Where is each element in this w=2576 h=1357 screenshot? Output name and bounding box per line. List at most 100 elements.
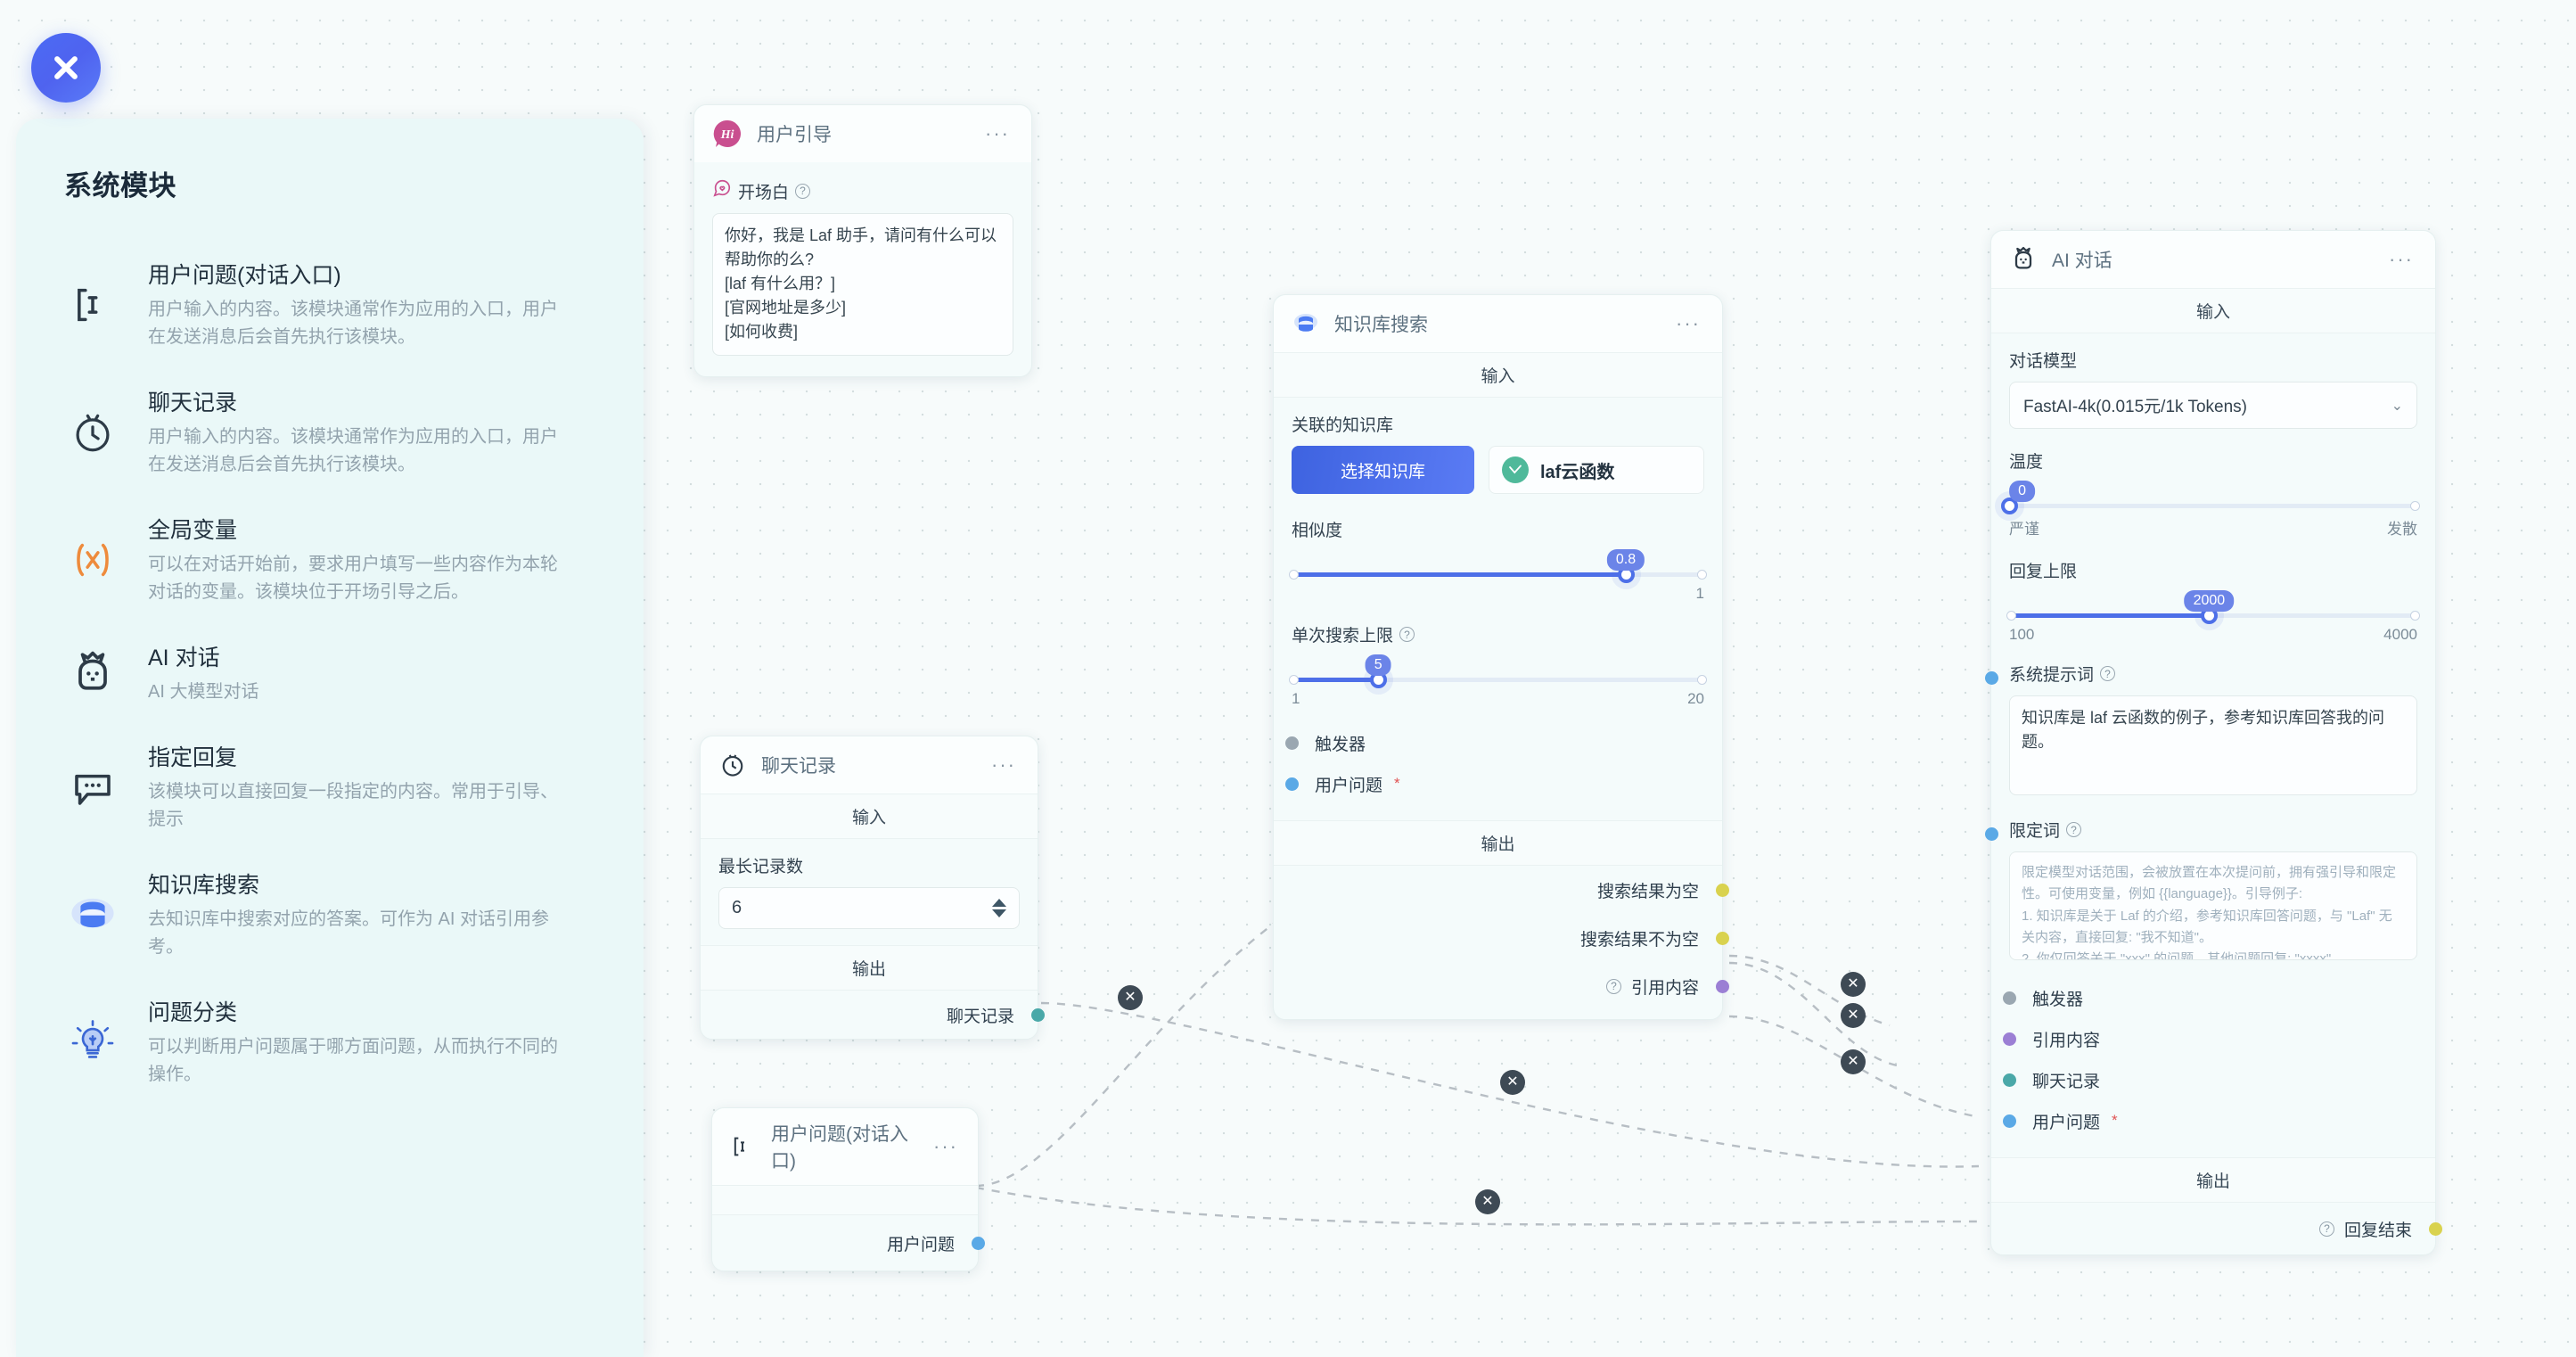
sidebar-item-question-classify[interactable]: 问题分类 可以判断用户问题属于哪方面问题，从而执行不同的操作。 [16, 978, 644, 1106]
slider-track[interactable]: 0 [2000, 481, 2420, 514]
help-icon[interactable]: ? [2318, 1221, 2334, 1237]
input-handle-limit-prompt[interactable] [1985, 827, 1998, 841]
input-section-label: 输入 [1274, 352, 1722, 398]
input-handle-trigger[interactable] [1284, 736, 1299, 750]
knowledge-base-tag[interactable]: laf云函数 [1489, 446, 1704, 494]
input-port-label: 用户问题 [2032, 1113, 2101, 1132]
slider-range-labels: 100 4000 [2009, 626, 2417, 644]
node-menu-button[interactable]: ··· [933, 1135, 958, 1157]
edge-delete-button[interactable]: ✕ [1841, 1049, 1866, 1074]
output-section-label: 输出 [701, 945, 1038, 991]
limit-prompt-input[interactable] [2009, 851, 2417, 960]
node-chat-history[interactable]: 聊天记录 ··· 输入 最长记录数 6 输出 聊天记录 [700, 736, 1045, 1040]
slider-max-label: 20 [1687, 690, 1704, 707]
node-user-guide[interactable]: Hi 用户引导 ··· 开场白 ? [693, 104, 1032, 377]
edge-delete-button[interactable]: ✕ [1118, 985, 1143, 1010]
slider-track[interactable]: 5 [1289, 654, 1707, 688]
input-handle-chat-history[interactable] [2002, 1073, 2016, 1087]
sidebar-item-label: 知识库搜索 [148, 873, 260, 898]
select-knowledge-base-button[interactable]: 选择知识库 [1292, 446, 1474, 494]
input-handle-trigger[interactable] [2002, 991, 2016, 1005]
similarity-slider[interactable]: 0.8 1 [1289, 549, 1707, 603]
input-handle-user-question[interactable] [2002, 1114, 2016, 1128]
node-user-question[interactable]: 用户问题(对话入口) ··· 用户问题 [711, 1107, 985, 1271]
slider-min-label: 1 [1292, 690, 1300, 707]
sidebar-item-chat-history[interactable]: 聊天记录 用户输入的内容。该模块通常作为应用的入口，用户在发送消息后会首先执行该… [16, 368, 644, 496]
max-tokens-slider[interactable]: 2000 100 4000 [2006, 590, 2420, 644]
clock-history-icon [718, 751, 747, 779]
output-section-label: 输出 [1991, 1157, 2435, 1203]
output-handle-not-empty[interactable] [1715, 931, 1729, 945]
robot-icon [2009, 245, 2038, 274]
sidebar-item-desc: 去知识库中搜索对应的答案。可作为 AI 对话引用参考。 [148, 909, 550, 957]
search-topk-label: 单次搜索上限 ? [1292, 622, 1704, 646]
output-row-not-empty: 搜索结果不为空 [1274, 914, 1729, 962]
text-input-icon [728, 1132, 757, 1161]
stepper-arrows[interactable] [992, 899, 1006, 917]
sidebar-item-kb-search[interactable]: 知识库搜索 去知识库中搜索对应的答案。可作为 AI 对话引用参考。 [16, 851, 644, 978]
stepper-down-icon[interactable] [992, 909, 1006, 917]
input-row-user-question: 用户问题 * [2002, 1100, 2417, 1141]
slider-min-endpoint [2006, 611, 2016, 621]
output-row-finish: ? 回复结束 [1991, 1203, 2442, 1254]
input-handle-system-prompt[interactable] [1985, 671, 1998, 685]
edge-delete-button[interactable]: ✕ [1500, 1070, 1525, 1095]
sidebar-item-desc: AI 大模型对话 [148, 682, 259, 702]
help-icon[interactable]: ? [1399, 627, 1415, 642]
slider-range-labels: 严谨 发散 [2009, 516, 2417, 539]
sidebar-item-specified-reply[interactable]: 指定回复 该模块可以直接回复一段指定的内容。常用于引导、提示 [16, 723, 644, 851]
node-ai-chat[interactable]: AI 对话 ··· 输入 对话模型 FastAI-4k(0.015元/1k To… [1985, 230, 2442, 1255]
sidebar-item-label: 全局变量 [148, 518, 238, 543]
help-icon[interactable]: ? [2066, 822, 2082, 837]
node-menu-button[interactable]: ··· [1676, 312, 1701, 334]
slider-knob[interactable] [2000, 498, 2018, 514]
heart-chat-icon [712, 178, 732, 203]
sidebar-item-ai-chat[interactable]: AI 对话 AI 大模型对话 [16, 623, 644, 723]
edge-delete-button[interactable]: ✕ [1841, 1003, 1866, 1028]
help-icon[interactable]: ? [2100, 666, 2116, 681]
output-handle-user-question[interactable] [971, 1236, 985, 1250]
output-handle-quote[interactable] [1715, 979, 1729, 993]
sidebar-item-label: AI 对话 [148, 646, 220, 670]
search-topk-slider[interactable]: 5 1 20 [1289, 654, 1707, 708]
output-handle-chat-history[interactable] [1030, 1007, 1045, 1022]
database-icon [64, 886, 121, 943]
slider-track[interactable]: 2000 [2006, 590, 2420, 624]
module-list: 用户问题(对话入口) 用户输入的内容。该模块通常作为应用的入口，用户在发送消息后… [16, 241, 644, 1106]
output-port-label: 回复结束 [2343, 1221, 2412, 1240]
similarity-value-bubble: 0.8 [1606, 549, 1645, 571]
help-icon[interactable]: ? [795, 183, 811, 199]
input-handle-quote[interactable] [2002, 1032, 2016, 1046]
close-panel-button[interactable] [31, 33, 101, 103]
svg-text:Hi: Hi [720, 128, 734, 142]
sidebar-item-global-variable[interactable]: 全局变量 可以在对话开始前，要求用户填写一些内容作为本轮对话的变量。该模块位于开… [16, 496, 644, 623]
edge-delete-button[interactable]: ✕ [1475, 1189, 1500, 1214]
required-marker: * [1394, 775, 1400, 792]
opening-statement-input[interactable] [712, 213, 1013, 356]
node-menu-button[interactable]: ··· [2389, 248, 2414, 270]
slider-track[interactable]: 0.8 [1289, 549, 1707, 583]
sidebar-item-label: 问题分类 [148, 1000, 238, 1025]
sidebar-item-user-question[interactable]: 用户问题(对话入口) 用户输入的内容。该模块通常作为应用的入口，用户在发送消息后… [16, 241, 644, 368]
limit-prompt-label: 限定词 ? [2009, 818, 2417, 842]
system-prompt-input[interactable] [2009, 695, 2417, 795]
slider-max-endpoint [2410, 611, 2420, 621]
output-handle-finish[interactable] [2428, 1221, 2442, 1236]
node-kb-search[interactable]: 知识库搜索 ··· 输入 关联的知识库 选择知识库 laf云函数 相似度 [1273, 294, 1729, 1020]
output-row-quote: ? 引用内容 [1274, 962, 1729, 1010]
edge-delete-button[interactable]: ✕ [1841, 972, 1866, 997]
node-header: 知识库搜索 ··· [1274, 295, 1722, 352]
stepper-up-icon[interactable] [992, 899, 1006, 907]
temperature-slider[interactable]: 0 严谨 发散 [2000, 481, 2420, 539]
node-menu-button[interactable]: ··· [985, 122, 1010, 144]
slider-max-endpoint [1697, 675, 1707, 685]
input-handle-user-question[interactable] [1284, 777, 1299, 791]
chat-model-select[interactable]: FastAI-4k(0.015元/1k Tokens) ⌄ [2009, 382, 2417, 429]
max-records-stepper[interactable]: 6 [718, 887, 1020, 929]
node-menu-button[interactable]: ··· [991, 753, 1016, 776]
temperature-value-bubble: 0 [2009, 481, 2036, 502]
output-handle-empty[interactable] [1715, 883, 1729, 897]
help-icon[interactable]: ? [1605, 978, 1621, 994]
divider [712, 1185, 978, 1215]
slider-min-endpoint [1289, 675, 1299, 685]
